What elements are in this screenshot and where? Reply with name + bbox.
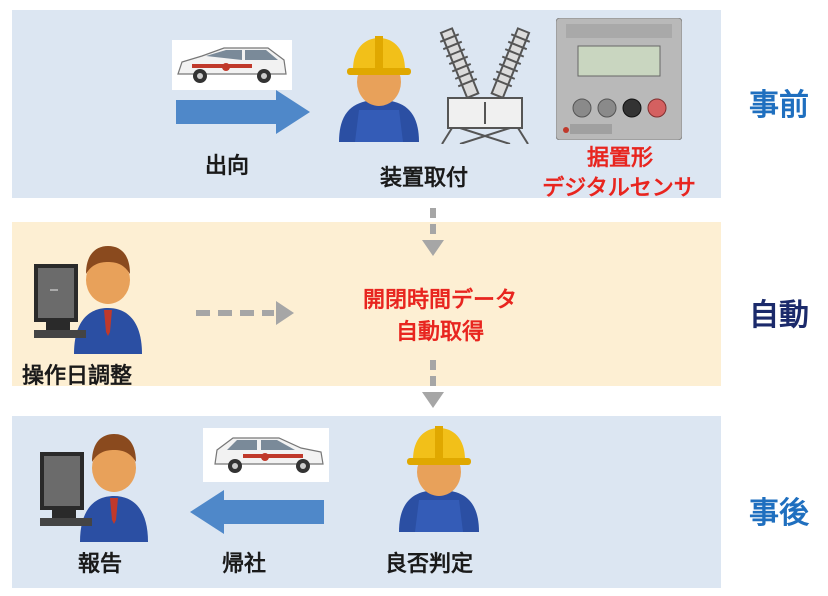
- digital-sensor-device-icon: [556, 18, 682, 140]
- depart-arrow-icon: [176, 90, 310, 134]
- hardhat-worker-icon: [335, 30, 423, 142]
- depart-label: 出向: [205, 154, 250, 179]
- data-label-line1: 開閉時間データ: [362, 288, 517, 313]
- office-worker-computer-icon: [30, 424, 150, 542]
- service-car-icon: [172, 40, 292, 90]
- sensor-label-line2: デジタルセンサ: [542, 176, 696, 201]
- sensor-label-line1: 据置形: [586, 146, 653, 171]
- operator-label: 操作日調整: [22, 364, 133, 389]
- phase-label-before: 事前: [749, 88, 809, 123]
- switchgear-bushing-icon: [430, 24, 540, 144]
- phase-label-auto: 自動: [749, 298, 809, 333]
- dashed-right-arrow-icon: [196, 299, 296, 327]
- install-label: 装置取付: [380, 166, 469, 191]
- phase-band-auto: [12, 222, 721, 386]
- return-arrow-icon: [190, 490, 324, 534]
- service-car-icon: [203, 428, 329, 482]
- phase-label-after: 事後: [749, 496, 809, 531]
- down-arrow-icon: [418, 208, 448, 264]
- hardhat-worker-icon: [395, 420, 483, 532]
- judge-label: 良否判定: [385, 552, 474, 577]
- office-worker-computer-icon: [24, 236, 144, 354]
- data-label-line2: 自動取得: [395, 320, 484, 345]
- return-label: 帰社: [222, 552, 267, 577]
- report-label: 報告: [78, 552, 123, 577]
- down-arrow-icon: [418, 360, 448, 416]
